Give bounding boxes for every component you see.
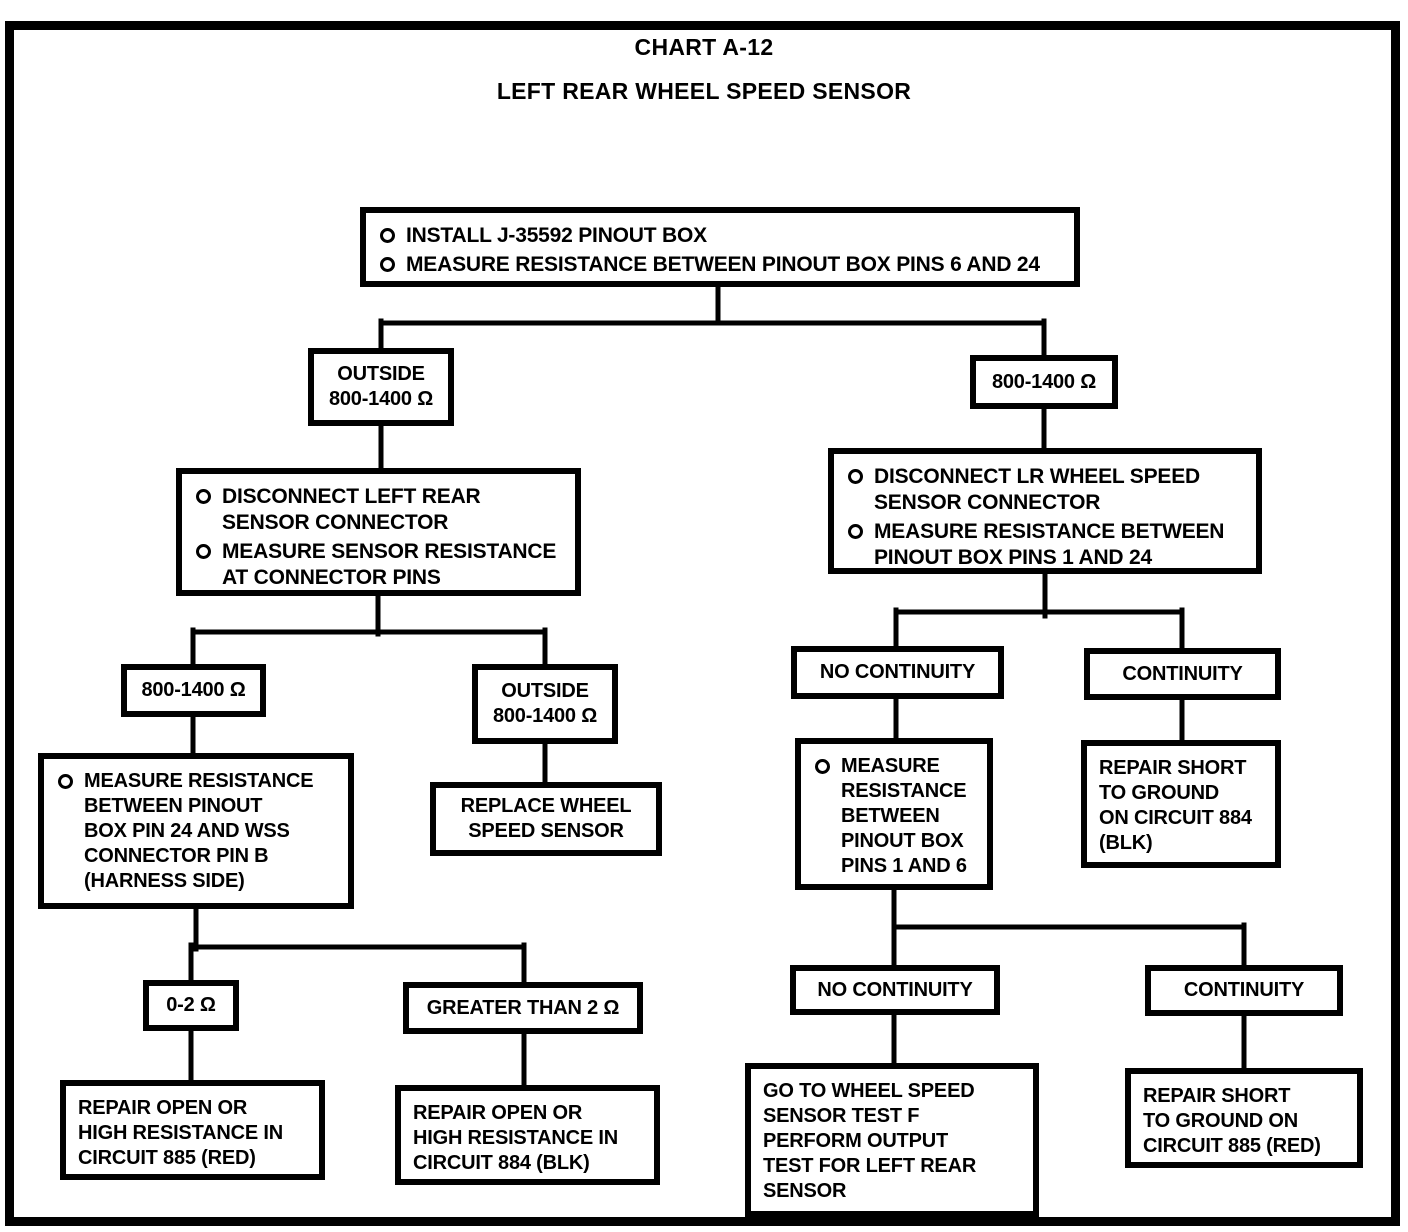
bullet-icon xyxy=(58,774,73,789)
node-text: REPAIR OPEN OR HIGH RESISTANCE IN CIRCUI… xyxy=(78,1097,283,1169)
node-text: REPAIR SHORT TO GROUND ON CIRCUIT 885 (R… xyxy=(1143,1085,1321,1157)
node-text: 0-2 Ω xyxy=(166,994,216,1016)
node-text: NO CONTINUITY xyxy=(819,661,976,683)
node-text: DISCONNECT LR WHEEL SPEED SENSOR CONNECT… xyxy=(874,465,1200,514)
node-measure-pins-1-and-6: MEASURE RESISTANCE BETWEEN PINOUT BOX PI… xyxy=(795,738,993,890)
bullet-item: MEASURE RESISTANCE BETWEEN PINOUT BOX PI… xyxy=(58,769,336,894)
node-repair-open-circuit-885: REPAIR OPEN OR HIGH RESISTANCE IN CIRCUI… xyxy=(60,1080,325,1180)
node-result-outside-range-left: OUTSIDE 800-1400 Ω xyxy=(472,664,618,744)
node-repair-short-circuit-884: REPAIR SHORT TO GROUND ON CIRCUIT 884 (B… xyxy=(1081,740,1281,868)
bullet-item: MEASURE SENSOR RESISTANCE AT CONNECTOR P… xyxy=(196,539,563,591)
node-text: REPLACE WHEEL SPEED SENSOR xyxy=(460,795,632,842)
bullet-icon xyxy=(196,544,211,559)
node-result-continuity-2: CONTINUITY xyxy=(1145,965,1343,1016)
node-text: REPAIR SHORT TO GROUND ON CIRCUIT 884 (B… xyxy=(1099,757,1252,854)
node-repair-open-circuit-884: REPAIR OPEN OR HIGH RESISTANCE IN CIRCUI… xyxy=(395,1085,660,1185)
node-text: 800-1400 Ω xyxy=(991,370,1097,393)
node-text: MEASURE RESISTANCE BETWEEN PINOUT BOX PI… xyxy=(841,755,967,877)
bullet-icon xyxy=(848,524,863,539)
node-result-in-range-left: 800-1400 Ω xyxy=(121,664,266,717)
bullet-item: MEASURE RESISTANCE BETWEEN PINOUT BOX PI… xyxy=(815,754,975,879)
node-text: MEASURE SENSOR RESISTANCE AT CONNECTOR P… xyxy=(222,540,557,589)
node-goto-wheel-speed-sensor-test-f: GO TO WHEEL SPEED SENSOR TEST F PERFORM … xyxy=(745,1063,1039,1217)
node-replace-wheel-speed-sensor: REPLACE WHEEL SPEED SENSOR xyxy=(430,782,662,856)
bullet-item: MEASURE RESISTANCE BETWEEN PINOUT BOX PI… xyxy=(848,519,1244,571)
bullet-item: MEASURE RESISTANCE BETWEEN PINOUT BOX PI… xyxy=(380,252,1062,278)
node-text: OUTSIDE 800-1400 Ω xyxy=(492,680,598,727)
node-result-greater-than-2-ohms: GREATER THAN 2 Ω xyxy=(403,982,643,1034)
node-text: GREATER THAN 2 Ω xyxy=(426,996,620,1019)
node-result-no-continuity-2: NO CONTINUITY xyxy=(790,965,1000,1015)
node-disconnect-left-sensor: DISCONNECT LEFT REAR SENSOR CONNECTOR ME… xyxy=(176,468,581,596)
chart-border-frame xyxy=(5,21,1400,1226)
bullet-icon xyxy=(848,469,863,484)
node-install-pinout-box: INSTALL J-35592 PINOUT BOX MEASURE RESIS… xyxy=(360,207,1080,287)
node-text: MEASURE RESISTANCE BETWEEN PINOUT BOX PI… xyxy=(874,520,1225,569)
bullet-icon xyxy=(380,228,395,243)
node-text: CONTINUITY xyxy=(1122,662,1243,685)
node-text: DISCONNECT LEFT REAR SENSOR CONNECTOR xyxy=(222,485,481,534)
node-disconnect-lr-sensor: DISCONNECT LR WHEEL SPEED SENSOR CONNECT… xyxy=(828,448,1262,574)
node-repair-short-circuit-885: REPAIR SHORT TO GROUND ON CIRCUIT 885 (R… xyxy=(1125,1068,1363,1168)
bullet-icon xyxy=(196,489,211,504)
bullet-item: DISCONNECT LEFT REAR SENSOR CONNECTOR xyxy=(196,484,563,536)
node-text: INSTALL J-35592 PINOUT BOX xyxy=(406,224,707,247)
node-text: NO CONTINUITY xyxy=(817,978,973,1001)
node-text: GO TO WHEEL SPEED SENSOR TEST F PERFORM … xyxy=(763,1080,977,1202)
node-text: CONTINUITY xyxy=(1183,979,1305,1001)
node-text: OUTSIDE 800-1400 Ω xyxy=(328,363,434,410)
page-subtitle: LEFT REAR WHEEL SPEED SENSOR xyxy=(496,78,912,104)
node-result-continuity-1: CONTINUITY xyxy=(1084,648,1281,700)
node-measure-pin24-wss: MEASURE RESISTANCE BETWEEN PINOUT BOX PI… xyxy=(38,753,354,909)
node-result-no-continuity-1: NO CONTINUITY xyxy=(791,646,1004,699)
node-result-outside-range-top: OUTSIDE 800-1400 Ω xyxy=(308,348,454,426)
node-text: MEASURE RESISTANCE BETWEEN PINOUT BOX PI… xyxy=(84,770,314,892)
page-title: CHART A-12 xyxy=(634,34,774,60)
bullet-icon xyxy=(815,759,830,774)
bullet-icon xyxy=(380,257,395,272)
node-result-in-range-top: 800-1400 Ω xyxy=(970,355,1118,409)
node-text: MEASURE RESISTANCE BETWEEN PINOUT BOX PI… xyxy=(406,253,1040,276)
bullet-item: DISCONNECT LR WHEEL SPEED SENSOR CONNECT… xyxy=(848,464,1244,516)
node-text: 800-1400 Ω xyxy=(141,679,246,701)
bullet-item: INSTALL J-35592 PINOUT BOX xyxy=(380,223,1062,249)
node-text: REPAIR OPEN OR HIGH RESISTANCE IN CIRCUI… xyxy=(413,1102,618,1174)
node-result-0-2-ohms: 0-2 Ω xyxy=(143,980,239,1031)
